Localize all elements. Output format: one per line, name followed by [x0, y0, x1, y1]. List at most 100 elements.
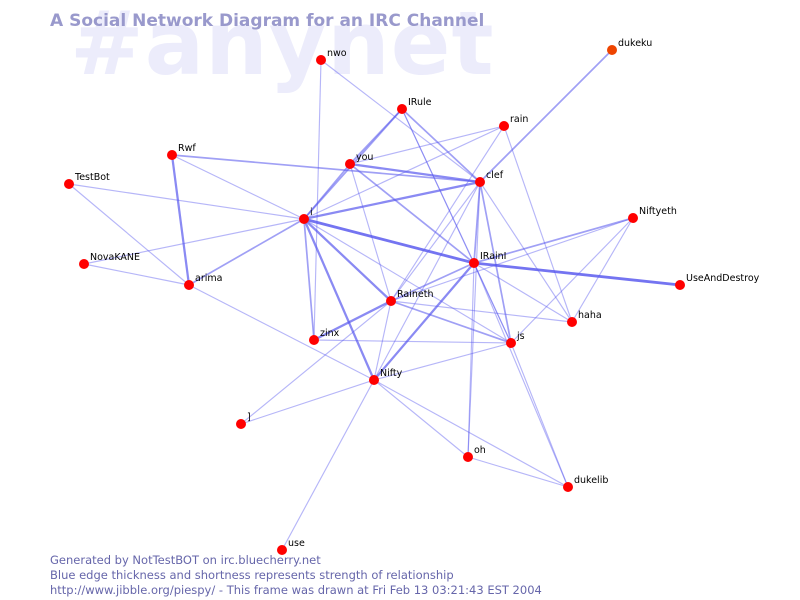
edge-TestBot-i — [68, 183, 305, 220]
edge-clef-Raineth — [390, 181, 481, 302]
node-dot-use[interactable] — [277, 545, 287, 555]
edge-clef-oh — [467, 181, 481, 458]
node-label-clef: clef — [486, 170, 504, 181]
node-dot-zinx[interactable] — [309, 335, 319, 345]
node-dot-NovaKANE[interactable] — [79, 259, 89, 269]
node-Rwf[interactable]: Rwf — [167, 143, 196, 160]
node-clef[interactable]: clef — [475, 170, 504, 187]
edge-arima-Nifty — [188, 284, 375, 381]
edge-Nifty-dukelib — [373, 379, 569, 488]
node-label-use: use — [288, 538, 305, 549]
node-nwo[interactable]: nwo — [316, 48, 347, 65]
node-IRule[interactable]: IRule — [397, 97, 432, 114]
node-j[interactable]: ] — [236, 412, 251, 429]
edge-Nifty-j — [240, 379, 375, 425]
node-label-arima: arima — [195, 273, 222, 284]
edge-i-Raineth — [303, 218, 392, 302]
node-label-rain: rain — [510, 114, 528, 125]
edge-js-dukelib — [510, 342, 569, 488]
edge-i-NovaKANE — [83, 218, 305, 265]
edge-js-Nifty — [373, 342, 512, 381]
node-TestBot[interactable]: TestBot — [64, 172, 110, 189]
edge-Rwf-clef — [171, 154, 481, 183]
node-Raineth[interactable]: Raineth — [386, 289, 433, 306]
node-label-dukelib: dukelib — [574, 475, 608, 486]
edge-IRule-js — [401, 108, 512, 344]
node-dot-i[interactable] — [299, 214, 309, 224]
node-label-j: ] — [247, 412, 251, 423]
node-dot-TestBot[interactable] — [64, 179, 74, 189]
node-you[interactable]: you — [345, 152, 373, 169]
node-dot-j[interactable] — [236, 419, 246, 429]
node-dukelib[interactable]: dukelib — [563, 475, 608, 492]
edge-Raineth-js — [390, 300, 512, 344]
edge-i-Nifty — [302, 218, 376, 381]
node-dot-haha[interactable] — [567, 317, 577, 327]
node-dot-UseAndDestroy[interactable] — [675, 280, 685, 290]
node-dot-clef[interactable] — [475, 177, 485, 187]
node-dukeku[interactable]: dukeku — [607, 38, 652, 55]
edge-clef-haha — [479, 181, 573, 323]
edge-rain-Raineth — [390, 125, 505, 302]
edge-Raineth-haha — [390, 300, 573, 323]
node-dot-you[interactable] — [345, 159, 355, 169]
node-dot-nwo[interactable] — [316, 55, 326, 65]
node-use[interactable]: use — [277, 538, 305, 555]
edge-layer — [68, 49, 681, 551]
node-IRainI[interactable]: IRainI — [469, 251, 506, 268]
node-dot-Nifty[interactable] — [369, 375, 379, 385]
edge-clef-Nifty — [373, 181, 481, 381]
edge-you-clef — [349, 162, 481, 184]
edge-i-js — [303, 218, 512, 344]
node-dot-rain[interactable] — [499, 121, 509, 131]
edge-zinx-js — [313, 339, 512, 344]
node-rain[interactable]: rain — [499, 114, 528, 131]
edge-dukeku-clef — [479, 49, 613, 183]
node-dot-Rwf[interactable] — [167, 150, 177, 160]
node-label-IRule: IRule — [408, 97, 432, 108]
node-zinx[interactable]: zinx — [309, 328, 340, 345]
edge-nwo-clef — [320, 59, 481, 183]
edge-IRainI-js — [473, 262, 512, 344]
node-UseAndDestroy[interactable]: UseAndDestroy — [675, 273, 760, 290]
node-dot-Raineth[interactable] — [386, 296, 396, 306]
node-dot-IRule[interactable] — [397, 104, 407, 114]
edge-Niftyeth-haha — [571, 217, 634, 323]
edge-oh-dukelib — [467, 456, 569, 488]
node-dot-dukeku[interactable] — [607, 45, 617, 55]
node-oh[interactable]: oh — [463, 445, 486, 462]
node-NovaKANE[interactable]: NovaKANE — [79, 252, 140, 269]
node-dot-js[interactable] — [506, 338, 516, 348]
edge-IRainI-oh — [467, 262, 475, 458]
node-dot-IRainI[interactable] — [469, 258, 479, 268]
node-arima[interactable]: arima — [184, 273, 222, 290]
edge-Rwf-i — [171, 154, 305, 220]
edge-Niftyeth-js — [510, 217, 634, 344]
node-dot-Niftyeth[interactable] — [628, 213, 638, 223]
edge-i-IRainI — [303, 217, 475, 265]
node-Niftyeth[interactable]: Niftyeth — [628, 206, 677, 223]
node-dot-arima[interactable] — [184, 280, 194, 290]
node-haha[interactable]: haha — [567, 310, 602, 327]
footer-url-timestamp[interactable]: http://www.jibble.org/piespy/ - This fra… — [50, 583, 542, 597]
edge-NovaKANE-arima — [83, 263, 190, 286]
edge-clef-IRainI — [473, 181, 481, 264]
edge-rain-haha — [503, 125, 573, 323]
node-label-Rwf: Rwf — [178, 143, 196, 154]
edge-Raineth-j — [240, 300, 392, 425]
edge-Niftyeth-Raineth — [390, 217, 634, 302]
footer-legend-note: Blue edge thickness and shortness repres… — [50, 568, 454, 582]
node-Nifty[interactable]: Nifty — [369, 368, 403, 385]
edge-i-arima — [188, 218, 305, 286]
node-label-dukeku: dukeku — [618, 38, 652, 49]
node-label-Niftyeth: Niftyeth — [639, 206, 677, 217]
edge-IRainI-Niftyeth — [473, 217, 634, 264]
node-js[interactable]: js — [506, 331, 525, 348]
edge-nwo-zinx — [313, 59, 322, 341]
node-label-nwo: nwo — [327, 48, 347, 59]
node-dot-oh[interactable] — [463, 452, 473, 462]
node-dot-dukelib[interactable] — [563, 482, 573, 492]
edge-Nifty-use — [281, 379, 375, 551]
node-i[interactable]: i — [299, 207, 313, 224]
